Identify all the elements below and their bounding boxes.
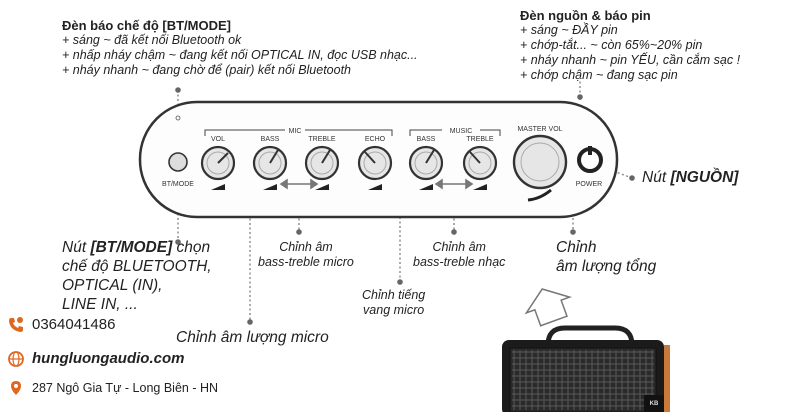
knob-music-bass-label: BASS bbox=[417, 136, 436, 143]
phone-number[interactable]: 0364041486 bbox=[32, 316, 116, 333]
power-button-callout: Nút [NGUỒN] bbox=[642, 169, 739, 186]
contact-website: hungluongaudio.com bbox=[8, 350, 184, 367]
music-bass-treble-callout: Chỉnh âm bass-treble nhạc bbox=[413, 240, 506, 269]
power-indicator-block: Đèn nguồn & báo pin + sáng ~ ĐẦY pin + c… bbox=[520, 8, 740, 83]
mic-bass-treble-callout: Chỉnh âm bass-treble micro bbox=[258, 240, 354, 269]
bt-indicator-line: + sáng ~ đã kết nối Bluetooth ok bbox=[62, 33, 242, 47]
knob-mic-treble-label: TREBLE bbox=[308, 136, 336, 143]
power-indicator-line: + chớp-tắt... ~ còn 65%~20% pin bbox=[520, 38, 703, 52]
power-indicator-line: + sáng ~ ĐẦY pin bbox=[520, 23, 618, 37]
location-pin-icon bbox=[11, 381, 21, 395]
bt-indicator-title: Đèn báo chế độ [BT/MODE] bbox=[62, 18, 231, 33]
knob-music-treble[interactable] bbox=[462, 145, 498, 190]
globe-icon bbox=[8, 350, 24, 367]
group-music-label: MUSIC bbox=[450, 128, 473, 135]
address-text: 287 Ngô Gia Tự - Long Biên - HN bbox=[32, 381, 219, 395]
knob-master-vol[interactable] bbox=[512, 134, 568, 202]
phone-icon bbox=[9, 316, 23, 332]
knob-vol-label: VOL bbox=[211, 136, 225, 143]
bt-led-icon bbox=[175, 115, 181, 121]
master-callout: Chỉnh âm lượng tổng bbox=[556, 239, 657, 275]
bt-mode-label: BT/MODE bbox=[162, 181, 194, 188]
knob-music-bass[interactable] bbox=[408, 145, 444, 190]
power-label: POWER bbox=[576, 181, 602, 188]
speaker-brand: KB bbox=[650, 401, 659, 407]
knob-music-treble-label: TREBLE bbox=[466, 136, 494, 143]
knob-mic-bass[interactable] bbox=[252, 145, 288, 190]
knob-echo-label: ECHO bbox=[365, 136, 386, 143]
bt-indicator-block: Đèn báo chế độ [BT/MODE] + sáng ~ đã kết… bbox=[62, 18, 418, 78]
knob-mic-treble[interactable] bbox=[304, 145, 340, 190]
knob-vol[interactable] bbox=[200, 145, 236, 190]
pointer-arrow-icon bbox=[524, 288, 573, 327]
contact-phone: 0364041486 bbox=[8, 316, 115, 333]
knob-mic-bass-label: BASS bbox=[261, 136, 280, 143]
contact-address: 287 Ngô Gia Tự - Long Biên - HN bbox=[8, 380, 218, 396]
bt-mode-button[interactable] bbox=[168, 152, 188, 172]
bt-indicator-line: + nháy nhanh ~ đang chờ để (pair) kết nố… bbox=[62, 63, 352, 77]
power-indicator-line: + chớp chậm ~ đang sạc pin bbox=[520, 68, 678, 82]
mic-volume-callout: Chỉnh âm lượng micro bbox=[176, 329, 329, 346]
group-mic-label: MIC bbox=[289, 128, 302, 135]
bt-indicator-line: + nhấp nháy chậm ~ đang kết nối OPTICAL … bbox=[62, 48, 418, 62]
knob-echo[interactable] bbox=[357, 145, 393, 190]
knob-master-label: MASTER VOL bbox=[517, 126, 562, 133]
power-indicator-line: + nháy nhanh ~ pin YẾU, cần cắm sạc ! bbox=[520, 53, 741, 67]
btmode-callout: Nút [BT/MODE] chọn chế độ BLUETOOTH, OPT… bbox=[62, 239, 212, 313]
speaker-side bbox=[664, 345, 670, 412]
double-arrow-icon bbox=[279, 178, 474, 190]
power-indicator-title: Đèn nguồn & báo pin bbox=[520, 8, 651, 23]
speaker-badge bbox=[644, 395, 664, 412]
website-link[interactable]: hungluongaudio.com bbox=[32, 350, 185, 367]
echo-callout: Chỉnh tiếng vang micro bbox=[362, 288, 426, 317]
power-button[interactable] bbox=[577, 146, 603, 173]
